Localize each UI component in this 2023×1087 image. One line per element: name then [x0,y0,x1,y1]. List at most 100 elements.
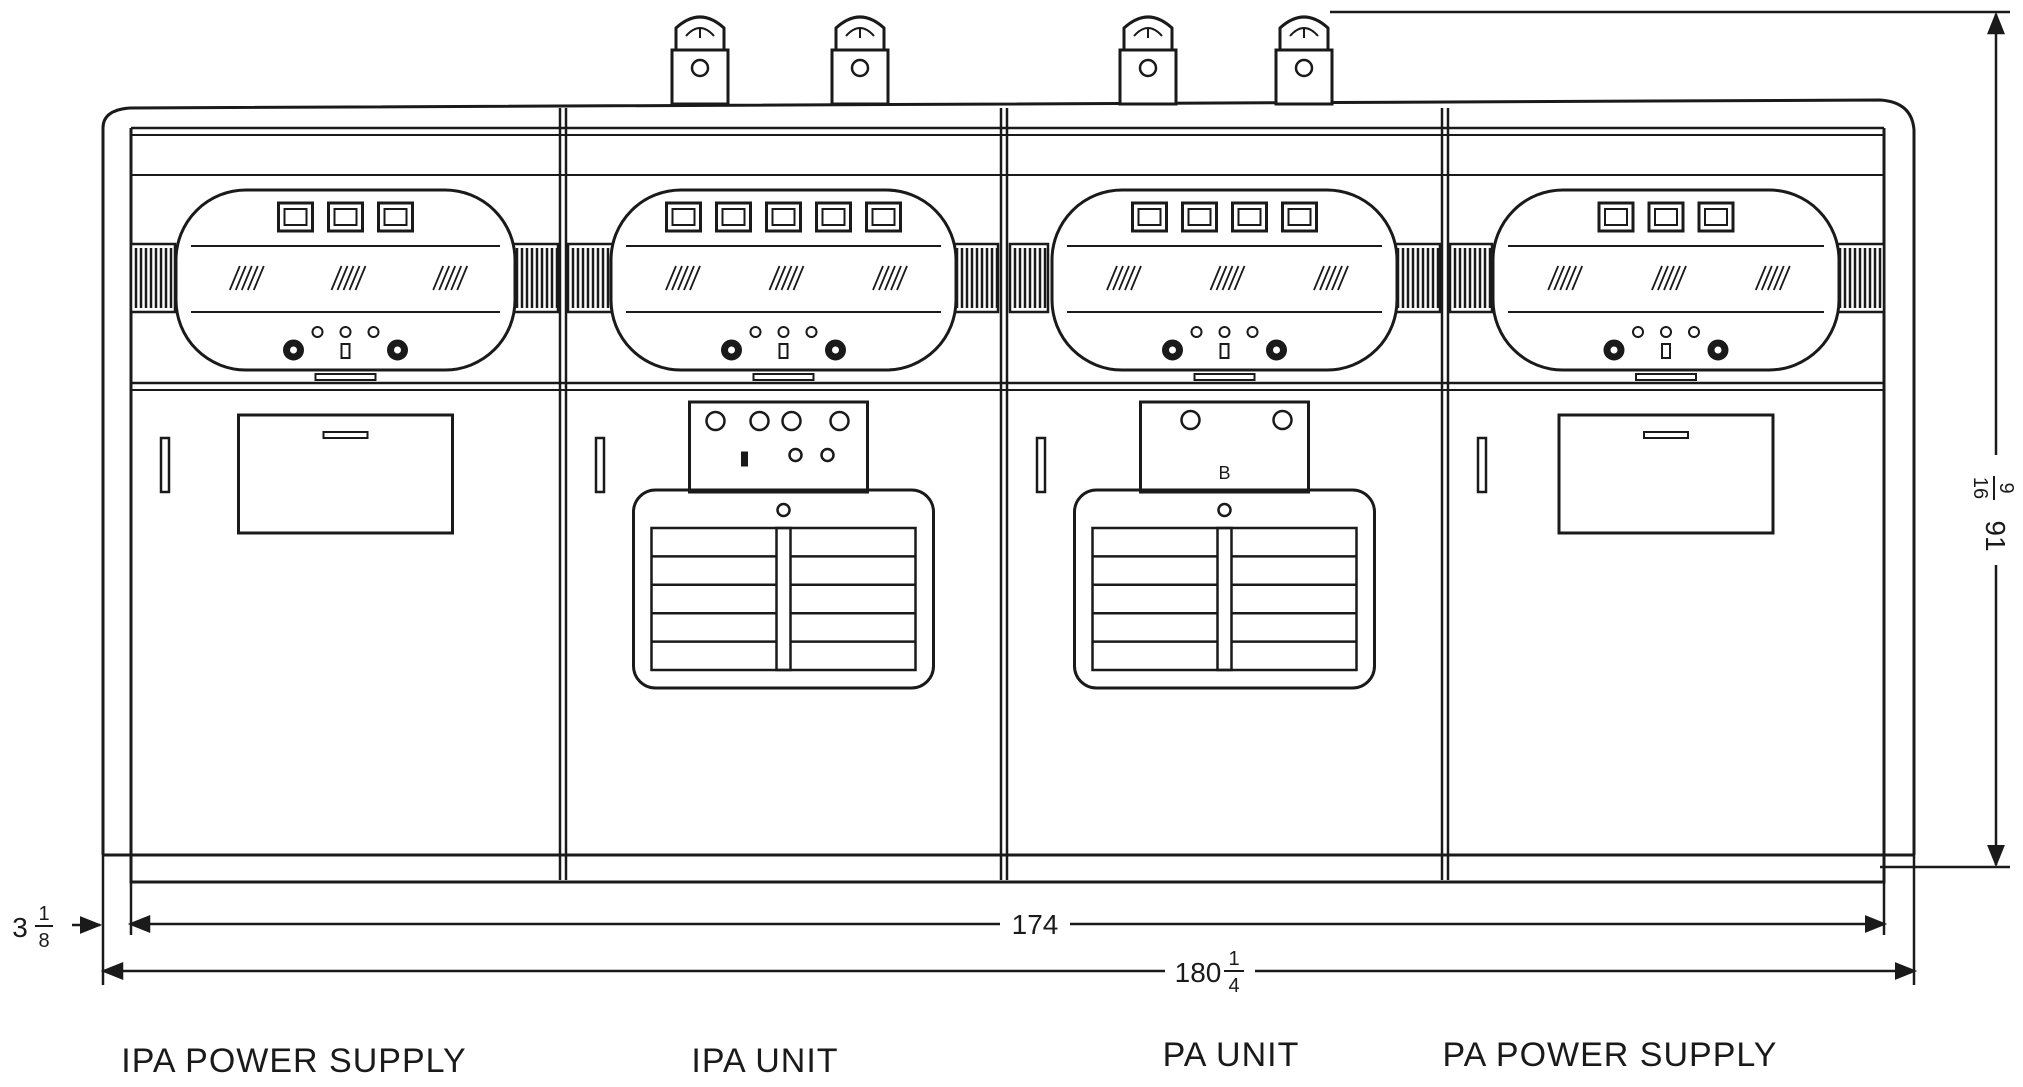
meter-face [821,208,846,226]
meter [1597,201,1635,233]
tuning-knob [781,410,802,432]
meter [1697,201,1735,233]
meter [715,201,752,233]
inner-width-label: 174 [1012,909,1059,940]
meter-face [721,208,746,226]
meter [327,201,364,233]
caption-pa-power-supply: PA POWER SUPPLY [1443,1036,1778,1074]
overall-width-whole: 180 [1175,957,1222,988]
grille-mullion [775,526,792,672]
plinth-numerator: 1 [38,903,49,925]
meter [1231,201,1268,233]
glass-reflection [438,265,451,291]
glass-reflection [774,265,787,291]
pod-handle [1193,373,1256,381]
meter-face [1187,208,1212,226]
glass-reflection [1565,265,1578,291]
meter [377,201,414,233]
meter-face [1654,208,1678,226]
glass-reflection [792,265,805,291]
control-knob-center [727,345,736,355]
meter-pod [174,188,517,372]
glass-reflection [444,265,457,291]
door-handle [594,436,606,494]
glass-reflection [1227,265,1240,291]
glass-reflection [252,265,265,291]
glass-reflection [1106,265,1118,291]
access-panel-handle [1643,431,1689,439]
cabinet-outline [101,98,1916,855]
tuning-knob [749,410,770,432]
glass-reflection [1772,265,1785,291]
indicator-lamp [1632,326,1644,338]
feed-meter-terminal [1138,58,1158,78]
pod-handle [1635,373,1697,381]
panel-marking-b: B [1218,463,1230,483]
grille-frame [1091,526,1358,672]
glass-reflection [1209,265,1222,291]
toggle-switch [340,343,351,359]
glass-reflection [1331,265,1343,291]
glass-reflection [1337,265,1349,291]
glass-reflection [884,265,896,291]
meter-face [871,208,896,226]
glass-reflection [1766,265,1779,291]
meter [1131,201,1168,233]
meter-pod [1050,188,1399,372]
feed-meter-terminal [1294,58,1314,78]
indicator-lamp [1688,326,1700,338]
glass-reflection [786,265,799,291]
glass-reflection [780,265,793,291]
access-panel [1557,413,1775,535]
meter-face [771,208,796,226]
glass-reflection [878,265,890,291]
glass-reflection [689,265,701,291]
glass-reflection [1760,265,1773,291]
vent-grille [510,242,560,314]
meter-face [383,208,408,226]
caption-pa-unit: PA UNIT [1163,1036,1300,1074]
glass-reflection [1651,265,1663,291]
plinth-denominator: 8 [38,930,49,952]
height-denominator: 16 [1969,477,1991,499]
glass-reflection [1215,265,1228,291]
glass-reflection [1778,265,1791,291]
meter-pod [1491,188,1841,372]
control-knob-center [393,345,402,355]
tuning-knob [820,447,835,463]
meter-pod [609,188,958,372]
control-knob-center [1609,345,1619,355]
meter [277,201,314,233]
grille-frame [650,526,917,672]
glass-reflection [234,265,247,291]
glass-reflection [342,265,355,291]
meter [1647,201,1685,233]
door-latch [1217,502,1232,518]
feed-meter-terminal [690,58,710,78]
control-knob-center [1713,345,1723,355]
glass-reflection [228,265,241,291]
indicator-lamp [367,326,380,338]
pod-handle [752,373,815,381]
glass-reflection [240,265,253,291]
control-knob-center [831,345,840,355]
control-knob-center [289,345,298,355]
tuning-knob [1272,409,1293,431]
glass-reflection [1130,265,1142,291]
glass-reflection [330,265,343,291]
glass-reflection [1754,265,1767,291]
toggle-switch [1661,343,1671,359]
ventilation-door [1073,488,1376,690]
glass-reflection [1547,265,1560,291]
control-knob-center [1168,345,1177,355]
access-panel [237,413,454,535]
indicator-lamp [777,326,790,338]
tuning-knob [705,410,726,432]
vent-grille [129,242,177,314]
glass-reflection [1319,265,1331,291]
glass-reflection [354,265,367,291]
glass-reflection [336,265,349,291]
feed-meter-terminal [850,58,870,78]
tuning-knob [1180,409,1201,431]
